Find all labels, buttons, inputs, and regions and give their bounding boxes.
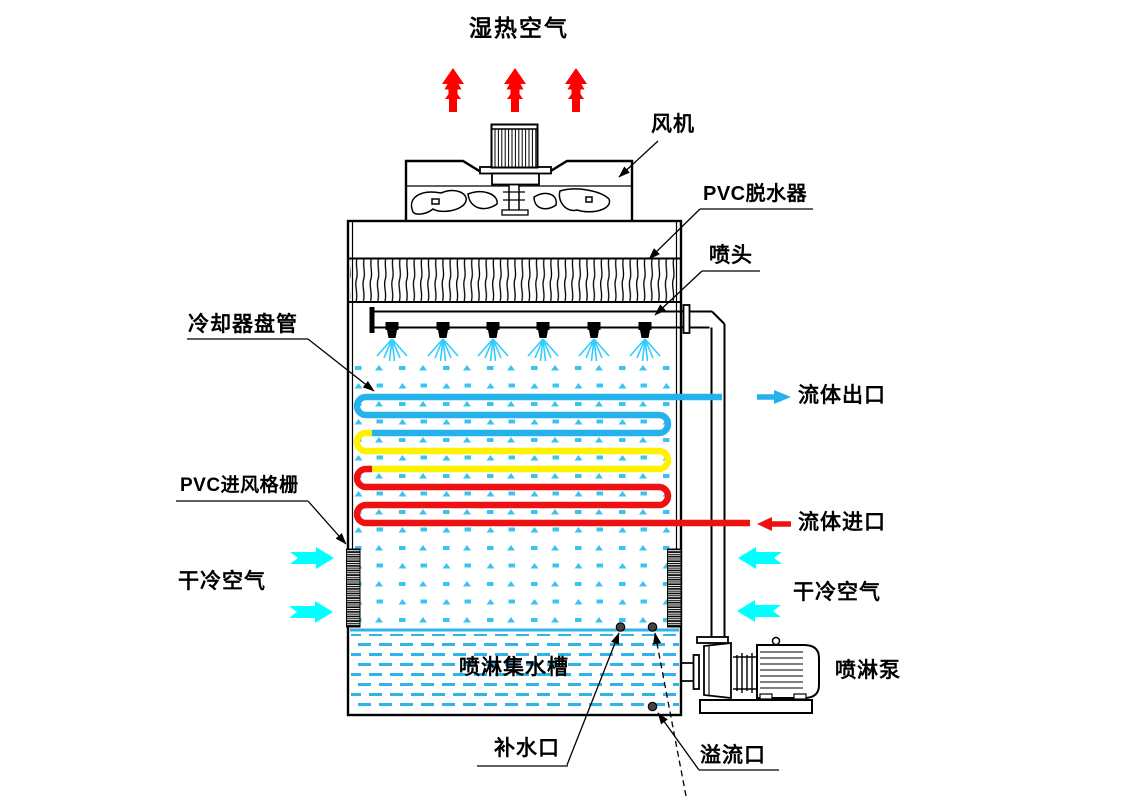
- label-dry-cold-air-left: 干冷空气: [178, 570, 266, 593]
- leader-fan: [618, 140, 659, 178]
- hot-air-arrows: [442, 68, 587, 112]
- fan-motor: [479, 123, 552, 186]
- spray-header: [369, 304, 726, 334]
- leader-drain: [652, 632, 687, 797]
- label-inlet-louver: PVC进风格栅: [180, 475, 299, 496]
- leader-louver: [307, 500, 347, 545]
- label-fan: 风机: [651, 113, 695, 136]
- fan-blades: [410, 188, 611, 215]
- leader-nozzle: [654, 270, 703, 316]
- cooler-coil: [353, 393, 750, 527]
- fan-assembly: [404, 123, 634, 220]
- nozzle-sprays: [376, 338, 661, 362]
- coil-cold-section: [353, 393, 722, 437]
- nozzle-bodies: [385, 322, 652, 338]
- fluid-inlet-arrow: [757, 517, 791, 531]
- label-hot-humid-air: 湿热空气: [469, 15, 569, 41]
- makeup-fitting: [615, 622, 626, 632]
- basin-fittings: [615, 622, 658, 712]
- leader-makeup: [566, 632, 620, 766]
- coil-mid-section: [353, 429, 672, 473]
- coil-hot-section: [353, 465, 750, 527]
- cold-air-arrow-left-bottom: [289, 601, 333, 623]
- spray-pump: [681, 636, 820, 714]
- label-cooler-coil: 冷却器盘管: [188, 313, 298, 336]
- label-spray-nozzle: 喷头: [709, 244, 753, 267]
- cold-air-arrow-right-top: [738, 547, 782, 569]
- label-drift-eliminator: PVC脱水器: [703, 183, 808, 205]
- drift-eliminator: [349, 257, 680, 303]
- label-fluid-outlet: 流体出口: [798, 384, 886, 407]
- leader-lines: [176, 140, 813, 797]
- drain-fitting: [647, 622, 658, 632]
- fluid-outlet-arrow: [757, 390, 791, 404]
- overflow-fitting: [647, 701, 658, 712]
- riser-pipe: [696, 324, 729, 644]
- basin-water: [350, 628, 679, 713]
- fan-shaft: [501, 183, 529, 216]
- cold-air-arrow-right-bottom: [737, 600, 781, 622]
- cold-air-arrows: [289, 547, 782, 623]
- label-spray-basin: 喷淋集水槽: [459, 656, 569, 679]
- leader-coil: [307, 338, 375, 392]
- cold-air-arrow-left-top: [290, 547, 334, 569]
- spray-nozzles: [376, 322, 661, 362]
- label-spray-pump: 喷淋泵: [835, 659, 901, 682]
- label-fluid-inlet: 流体进口: [798, 511, 886, 534]
- leader-overflow: [657, 712, 700, 771]
- fill-spray-zone: [353, 360, 676, 626]
- label-dry-cold-air-right: 干冷空气: [793, 581, 881, 604]
- label-makeup-port: 补水口: [494, 737, 560, 760]
- leader-eliminator: [648, 208, 701, 260]
- label-overflow-port: 溢流口: [700, 744, 766, 767]
- inlet-louvers: [346, 548, 682, 628]
